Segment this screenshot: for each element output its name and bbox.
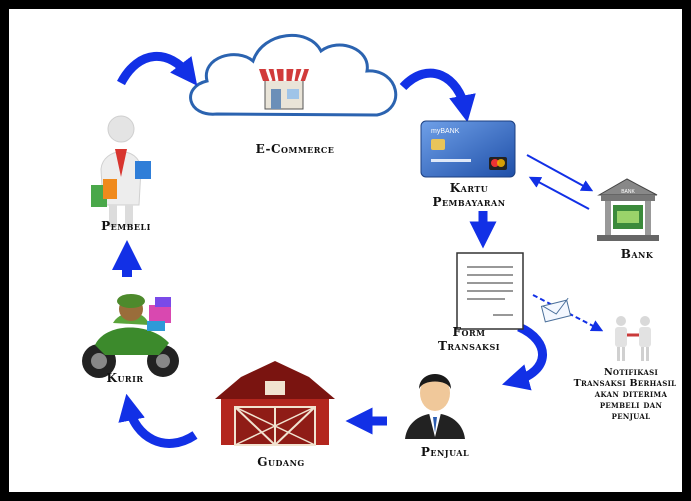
handshake-icon (615, 316, 651, 361)
kartu-label-line1: Kartu (449, 181, 489, 195)
bank-label: Bank (620, 247, 654, 261)
store-icon (259, 68, 309, 110)
buyer-icon (91, 115, 151, 227)
arrow-ecommerce-to-kartu (399, 68, 476, 123)
bank-icon: BANK (597, 178, 659, 241)
courier-icon (82, 294, 179, 378)
gudang-label: Gudang (257, 455, 305, 469)
arrow-form-to-penjual (501, 322, 547, 391)
seller-icon (405, 374, 465, 439)
kurir-label: Kurir (106, 371, 144, 385)
notifikasi-label-line2: Transaksi Berhasil (573, 378, 677, 389)
arrow-gudang-to-kurir (118, 393, 198, 448)
pembeli-label: Pembeli (101, 219, 151, 233)
card-brand-text: myBANK (431, 128, 460, 135)
flow-diagram: myBANK BANK (82, 33, 659, 448)
arrow-pembeli-to-ecommerce (117, 51, 198, 86)
arrow-kartu-to-bank (526, 154, 594, 192)
arrow-bank-to-kartu (528, 176, 590, 210)
diagram-frame: myBANK BANK (6, 6, 685, 495)
kartu-label-line2: Pembayaran (432, 195, 506, 209)
form-label-line1: Form (452, 325, 486, 339)
notifikasi-label-line5: penjual (611, 411, 651, 422)
notifikasi-label-line1: Notifikasi (603, 367, 659, 378)
penjual-label: Penjual (420, 445, 470, 459)
credit-card-icon: myBANK (420, 120, 516, 178)
form-label-line2: Transaksi (437, 339, 501, 353)
notifikasi-label-line4: pembeli dan (599, 400, 663, 411)
arrow-form-to-notifikasi (532, 294, 604, 332)
notifikasi-label-line3: akan diterima (594, 389, 668, 400)
envelope-icon (540, 297, 572, 323)
document-icon (456, 252, 524, 330)
bank-sign-text: BANK (621, 189, 635, 195)
warehouse-icon (215, 361, 335, 446)
ecommerce-label: E-Commerce (255, 142, 335, 156)
